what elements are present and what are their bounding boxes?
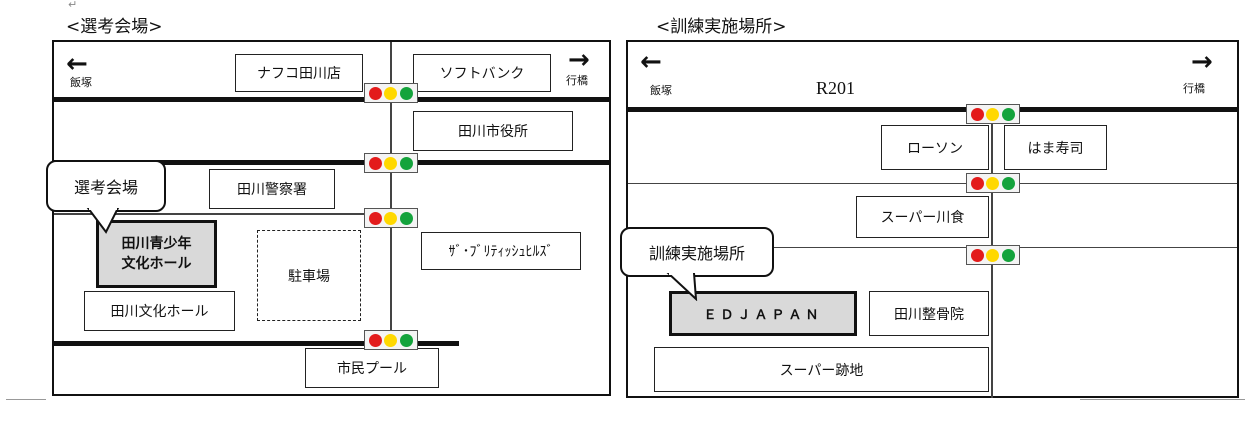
green-lamp-icon [1001,107,1015,121]
hama-sushi: はま寿司 [1004,125,1107,170]
left-road-2 [54,160,609,165]
green-lamp-icon [1001,248,1015,262]
yellow-lamp-icon [986,107,1000,121]
right-main-road [628,107,1237,112]
yellow-lamp-icon [384,156,398,170]
lawson-store: ローソン [881,125,989,170]
left-map: ← 飯塚 → 行橋 ナフコ田川店 ソフトバンク 田川市役所 田川警察署 田川青少… [52,40,611,396]
right-map: ← 飯塚 → 行橋 R201 ローソン はま寿司 スーパー川食 ＥＤＪＡＰＡＮ … [626,40,1239,398]
left-main-road [54,97,609,102]
yellow-lamp-icon [384,211,398,225]
callout-pointer-icon [666,273,698,301]
arrow-left-icon: ← [66,49,88,79]
red-lamp-icon [369,156,383,170]
ed-japan-venue: ＥＤＪＡＰＡＮ [669,291,857,336]
venue-hall: 田川青少年 文化ホール [96,220,217,288]
traffic-signal-icon [966,173,1020,193]
venue-line-1: 田川青少年 [121,236,192,252]
parking-lot: 駐車場 [257,230,361,321]
left-arrow-label: 飯塚 [70,76,92,89]
former-supermarket: スーパー跡地 [654,347,989,392]
softbank-store: ソフトバンク [413,54,551,92]
right-map-title: <訓練実施場所> [656,17,787,37]
yellow-lamp-icon [986,176,1000,190]
green-lamp-icon [399,211,413,225]
police-station: 田川警察署 [209,169,335,209]
traffic-signal-icon [364,153,418,173]
red-lamp-icon [369,211,383,225]
arrow-right-icon: → [1191,47,1213,77]
nafuko-store: ナフコ田川店 [235,54,363,92]
green-lamp-icon [1001,176,1015,190]
right-arrow-label: 行橋 [566,74,588,87]
british-hills: ｻﾞ･ﾌﾞﾘﾃｨｯｼｭﾋﾙｽﾞ [421,232,581,270]
bunka-hall: 田川文化ホール [84,291,235,331]
city-pool: 市民プール [305,348,439,388]
yellow-lamp-icon [384,86,398,100]
arrow-right-icon: → [568,45,590,75]
red-lamp-icon [369,333,383,347]
city-hall: 田川市役所 [413,111,573,151]
left-road-3 [54,213,364,215]
page-rule [1080,399,1245,400]
traffic-signal-icon [364,83,418,103]
left-vertical-road [390,42,392,332]
right-road-2 [628,183,1237,184]
callout-pointer-icon [86,208,120,234]
venue-line-2: 文化ホール [121,256,192,272]
red-lamp-icon [971,107,985,121]
right-map-arrow-left-label: 飯塚 [650,84,672,97]
green-lamp-icon [399,333,413,347]
arrow-left-icon: ← [640,47,662,77]
yellow-lamp-icon [384,333,398,347]
paragraph-mark: ↵ [68,0,78,11]
yellow-lamp-icon [986,248,1000,262]
training-callout: 訓練実施場所 [620,227,774,277]
right-map-arrow-right-label: 行橋 [1183,82,1205,95]
left-road-4 [54,341,459,346]
right-road-3 [628,247,1237,248]
red-lamp-icon [971,176,985,190]
seikotsuin: 田川整骨院 [869,291,989,336]
green-lamp-icon [399,86,413,100]
left-map-title: <選考会場> [66,17,163,37]
page-rule [6,399,46,400]
traffic-signal-icon [364,208,418,228]
traffic-signal-icon [364,330,418,350]
green-lamp-icon [399,156,413,170]
red-lamp-icon [369,86,383,100]
traffic-signal-icon [966,245,1020,265]
road-label: R201 [816,78,856,98]
super-kawashoku: スーパー川食 [856,196,989,238]
venue-callout: 選考会場 [46,160,166,212]
traffic-signal-icon [966,104,1020,124]
red-lamp-icon [971,248,985,262]
